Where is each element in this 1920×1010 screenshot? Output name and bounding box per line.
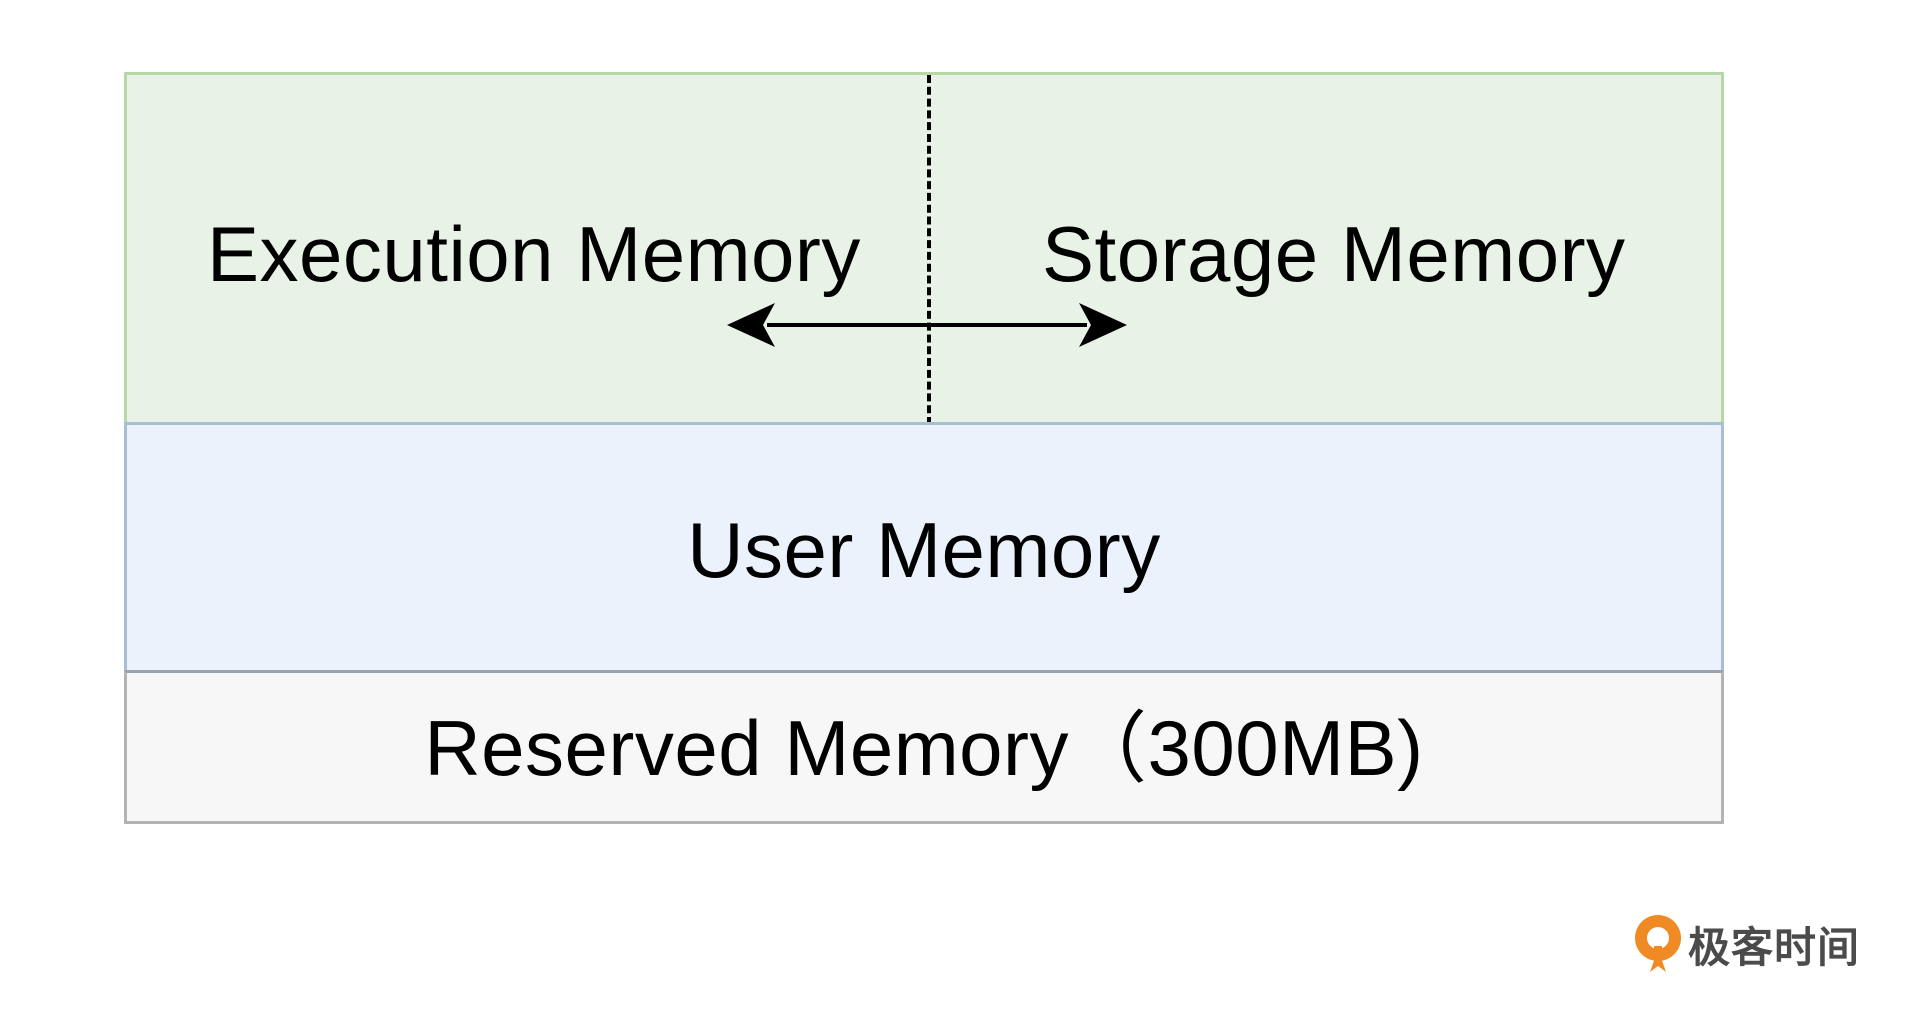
user-memory-region: User Memory <box>124 422 1724 673</box>
storage-memory-label: Storage Memory <box>1042 210 1626 298</box>
dynamic-boundary-divider <box>927 75 931 425</box>
double-arrow-icon <box>727 303 1127 347</box>
reserved-memory-region: Reserved Memory（300MB) <box>124 670 1724 824</box>
memory-layout-diagram: Execution Memory Storage Memory User Mem… <box>124 72 1728 824</box>
geektime-logo: 极客时间 <box>1632 912 1860 976</box>
geektime-logo-text: 极客时间 <box>1688 922 1861 972</box>
reserved-memory-label: Reserved Memory（300MB) <box>424 704 1424 792</box>
unified-memory-region: Execution Memory Storage Memory <box>124 72 1724 425</box>
execution-memory-label: Execution Memory <box>207 210 861 298</box>
geektime-logo-icon <box>1635 915 1681 972</box>
user-memory-label: User Memory <box>687 506 1161 594</box>
